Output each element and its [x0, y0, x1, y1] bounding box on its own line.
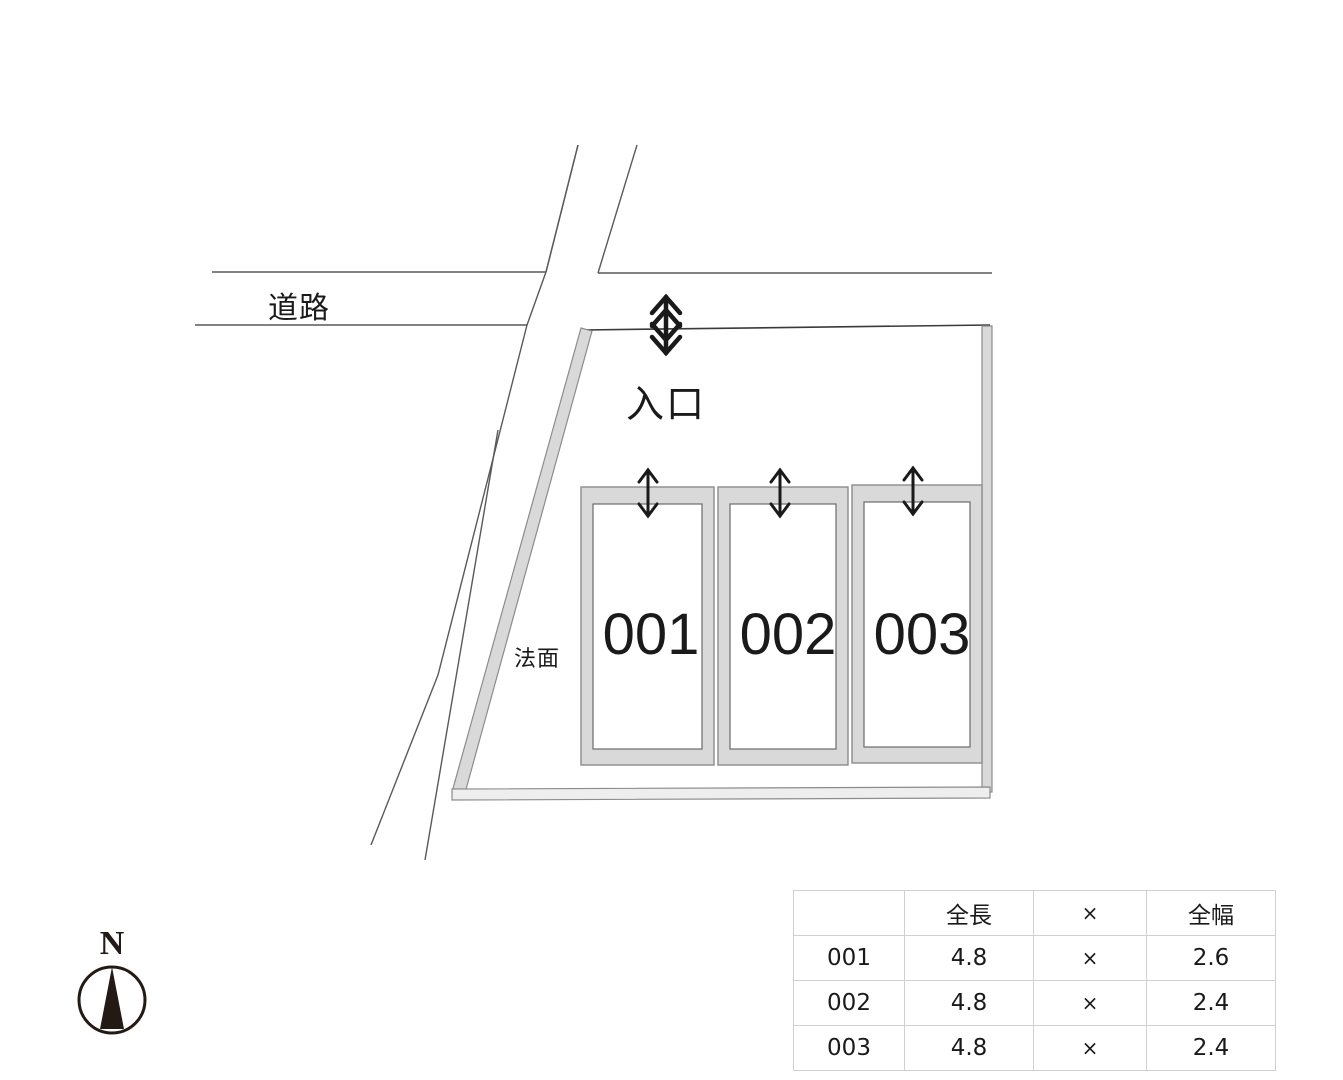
parking-stall-003[interactable]	[851, 484, 983, 764]
cell-stall-id: 002	[793, 980, 905, 1026]
parking-stall-002[interactable]	[717, 486, 849, 766]
parking-stall-001[interactable]	[580, 486, 715, 766]
cell-stall-width: 2.6	[1146, 935, 1276, 981]
lot-boundary	[451, 324, 993, 801]
cell-stall-width: 2.4	[1146, 1025, 1276, 1071]
stall-depth-arrow-001	[637, 467, 659, 519]
cell-stall-length: 4.8	[904, 935, 1034, 981]
compass: N	[62, 925, 162, 1055]
cell-multiply-symbol: ×	[1033, 935, 1147, 981]
stall-number-001: 001	[602, 602, 700, 667]
table-row: 002 4.8 × 2.4	[793, 980, 1276, 1026]
compass-rose-icon	[77, 965, 147, 1035]
stall-number-003: 003	[873, 602, 971, 667]
cell-stall-length: 4.8	[904, 1025, 1034, 1071]
header-multiply-symbol: ×	[1033, 890, 1147, 936]
cell-stall-width: 2.4	[1146, 980, 1276, 1026]
header-width: 全幅	[1146, 890, 1276, 936]
compass-north-letter: N	[99, 925, 125, 962]
slope-label: 法面	[514, 647, 561, 672]
cell-stall-id: 003	[793, 1025, 905, 1071]
cell-multiply-symbol: ×	[1033, 980, 1147, 1026]
cell-multiply-symbol: ×	[1033, 1025, 1147, 1071]
header-blank	[793, 890, 905, 936]
table-header-row: 全長 × 全幅	[793, 890, 1276, 936]
cell-stall-length: 4.8	[904, 980, 1034, 1026]
cell-stall-id: 001	[793, 935, 905, 981]
road-label: 道路	[268, 291, 330, 326]
table-row: 001 4.8 × 2.6	[793, 935, 1276, 981]
stall-depth-arrow-002	[769, 467, 791, 519]
entrance-label: 入口	[626, 382, 707, 426]
stall-dimensions-table: 全長 × 全幅 001 4.8 × 2.6 002 4.8 × 2.4 003 …	[793, 890, 1276, 1071]
table-row: 003 4.8 × 2.4	[793, 1025, 1276, 1071]
stall-depth-arrow-003	[902, 465, 924, 517]
stall-number-002: 002	[739, 602, 837, 667]
entrance-arrow-icon	[649, 293, 683, 357]
header-length: 全長	[904, 890, 1034, 936]
road-lines	[195, 144, 992, 861]
